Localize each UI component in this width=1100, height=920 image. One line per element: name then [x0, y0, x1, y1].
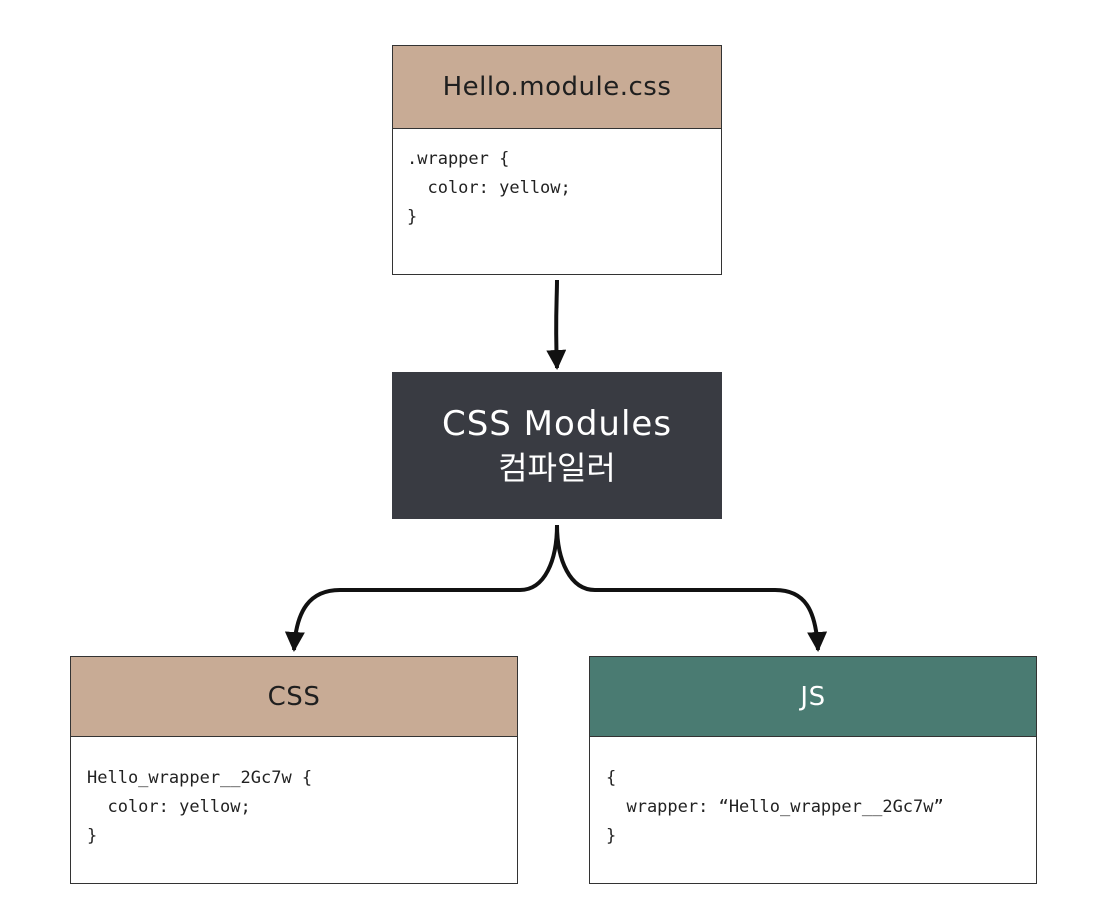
- css-output-box: CSS Hello_wrapper__2Gc7w { color: yellow…: [70, 656, 518, 884]
- css-modules-compiler-box: CSS Modules 컴파일러: [392, 372, 722, 519]
- source-file-title: Hello.module.css: [442, 72, 672, 102]
- source-file-box: Hello.module.css .wrapper { color: yello…: [392, 45, 722, 275]
- compiler-title: CSS Modules: [441, 403, 673, 444]
- arrow-compiler-to-css: [284, 524, 559, 652]
- css-output-header: CSS: [71, 657, 517, 737]
- source-file-code: .wrapper { color: yellow; }: [407, 149, 571, 227]
- js-output-box: JS { wrapper: “Hello_wrapper__2Gc7w” }: [589, 656, 1037, 884]
- js-output-header: JS: [590, 657, 1036, 737]
- css-output-title: CSS: [267, 681, 321, 712]
- arrow-source-to-compiler: [546, 279, 567, 370]
- js-output-title: JS: [800, 681, 826, 712]
- compiler-subtitle: 컴파일러: [498, 448, 616, 487]
- source-file-header: Hello.module.css: [393, 46, 721, 129]
- css-output-code: Hello_wrapper__2Gc7w { color: yellow; }: [87, 768, 313, 846]
- arrow-compiler-to-js: [555, 524, 828, 652]
- js-output-code: { wrapper: “Hello_wrapper__2Gc7w” }: [606, 768, 944, 846]
